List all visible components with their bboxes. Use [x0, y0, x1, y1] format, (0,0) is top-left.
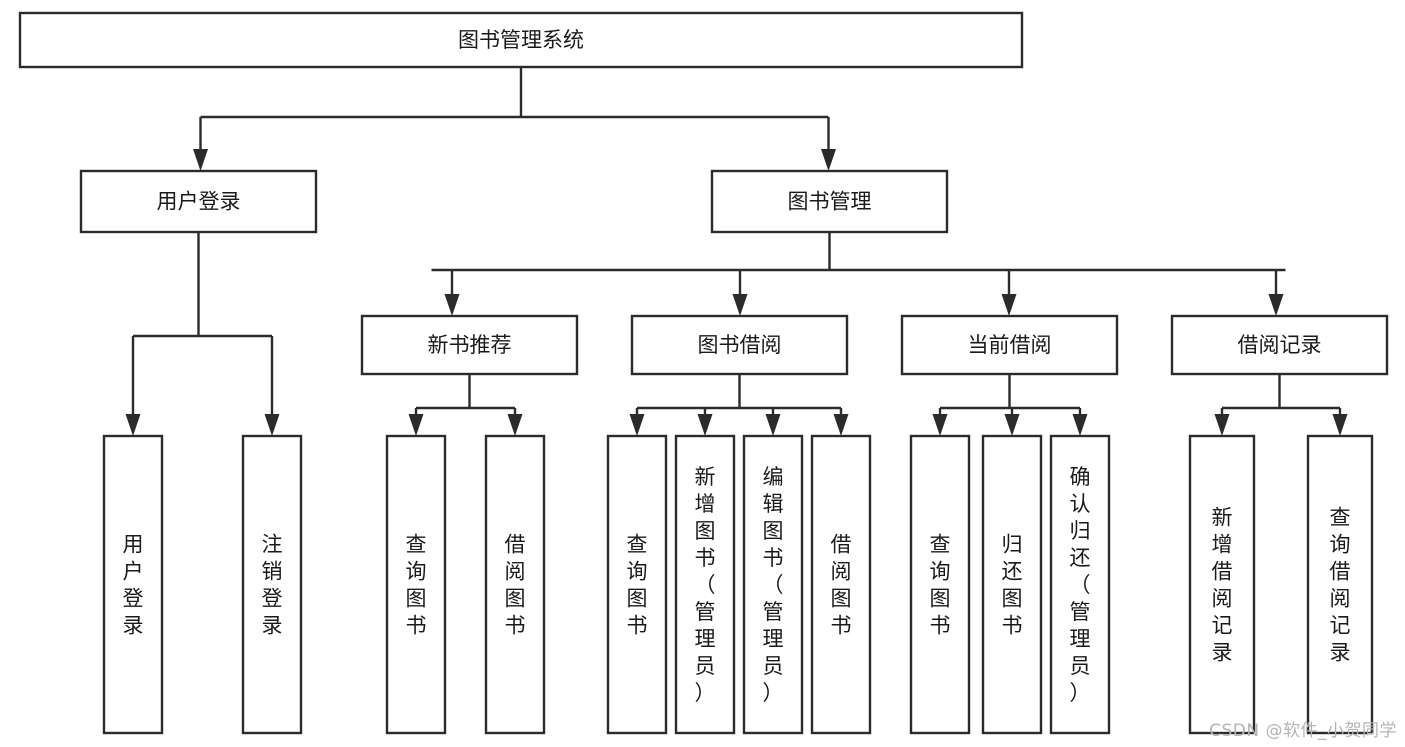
node-8-查询图书-box[interactable] [909, 434, 971, 735]
node-l2-3-借阅记录[interactable]: 借阅记录 [1170, 314, 1389, 376]
node-8-查询图书-label: 查询图书 [930, 533, 951, 638]
node-2-查询图书-label: 查询图书 [406, 533, 427, 638]
edge-user-to-leaf-1-arrowhead [264, 414, 280, 436]
edge-l2-3-leaf-1-arrowhead [1332, 414, 1348, 436]
node-root-图书管理系统-label: 图书管理系统 [458, 28, 584, 52]
node-1-注销登录-box[interactable] [241, 434, 303, 735]
node-l2-2-当前借阅-box[interactable] [900, 314, 1119, 376]
node-l2-3-借阅记录-box[interactable] [1170, 314, 1389, 376]
node-l2-2-当前借阅-label: 当前借阅 [968, 333, 1052, 357]
node-l2-0-新书推荐-label: 新书推荐 [428, 333, 512, 357]
node-7-借阅图书-label: 借阅图书 [831, 533, 852, 638]
node-0-用户登录-label: 用户登录 [123, 533, 144, 638]
edge-l2-0-leaf-1-arrowhead [507, 414, 523, 436]
edge-l2-2-leaf-1-arrowhead [1004, 414, 1020, 436]
node-1-注销登录[interactable]: 注销登录 [241, 434, 303, 735]
node-5-新增图书管理-label: 新增图书（管理员） [695, 465, 716, 705]
node-6-编辑图书管理-label: 编辑图书（管理员） [763, 465, 784, 705]
node-l2-3-借阅记录-label: 借阅记录 [1238, 333, 1322, 357]
node-l1-1-图书管理-label: 图书管理 [788, 190, 872, 214]
node-3-借阅图书-box[interactable] [484, 434, 546, 735]
node-9-归还图书[interactable]: 归还图书 [981, 434, 1043, 735]
node-9-归还图书-label: 归还图书 [1002, 533, 1023, 638]
edge-manage-to-l2-3-arrowhead [1268, 294, 1284, 316]
connectors-layer [125, 67, 1348, 436]
node-l1-0-用户登录-box[interactable] [79, 169, 318, 234]
node-4-查询图书-box[interactable] [606, 434, 668, 735]
node-12-查询借阅记录-box[interactable] [1306, 434, 1374, 735]
edge-l2-1-leaf-1-arrowhead [697, 414, 713, 436]
node-11-新增借阅记录-label: 新增借阅记录 [1212, 506, 1233, 665]
node-l1-0-用户登录[interactable]: 用户登录 [79, 169, 318, 234]
node-6-编辑图书管理-box[interactable] [742, 434, 804, 735]
node-5-新增图书管理-box[interactable] [674, 434, 736, 735]
node-3-借阅图书[interactable]: 借阅图书 [484, 434, 546, 735]
node-6-编辑图书管理[interactable]: 编辑图书（管理员） [742, 434, 804, 735]
node-11-新增借阅记录[interactable]: 新增借阅记录 [1188, 434, 1256, 735]
node-l1-0-用户登录-label: 用户登录 [157, 190, 241, 214]
node-8-查询图书[interactable]: 查询图书 [909, 434, 971, 735]
node-0-用户登录[interactable]: 用户登录 [102, 434, 164, 735]
node-10-确认归还管理-label: 确认归还（管理员） [1070, 465, 1091, 705]
node-3-借阅图书-label: 借阅图书 [505, 533, 526, 638]
node-0-用户登录-box[interactable] [102, 434, 164, 735]
node-12-查询借阅记录-label: 查询借阅记录 [1330, 506, 1351, 665]
edge-manage-to-l2-0-arrowhead [444, 294, 460, 316]
node-2-查询图书[interactable]: 查询图书 [385, 434, 447, 735]
edge-root-to-l1-1-arrowhead [821, 149, 836, 171]
node-7-借阅图书[interactable]: 借阅图书 [810, 434, 872, 735]
edge-l2-1-leaf-3-arrowhead [833, 414, 849, 436]
node-l2-1-图书借阅-label: 图书借阅 [698, 333, 782, 357]
node-2-查询图书-box[interactable] [385, 434, 447, 735]
node-l2-2-当前借阅[interactable]: 当前借阅 [900, 314, 1119, 376]
node-l2-1-图书借阅-box[interactable] [630, 314, 849, 376]
node-9-归还图书-box[interactable] [981, 434, 1043, 735]
edge-manage-to-l2-2-arrowhead [1001, 294, 1017, 316]
node-root-图书管理系统-box[interactable] [18, 11, 1024, 69]
node-l1-1-图书管理-box[interactable] [710, 169, 949, 234]
edge-l2-2-leaf-0-arrowhead [932, 414, 948, 436]
edge-l2-1-leaf-2-arrowhead [765, 414, 781, 436]
edge-manage-to-l2-1-arrowhead [732, 294, 748, 316]
node-10-确认归还管理[interactable]: 确认归还（管理员） [1049, 434, 1111, 735]
node-l2-0-新书推荐[interactable]: 新书推荐 [360, 314, 579, 376]
node-7-借阅图书-box[interactable] [810, 434, 872, 735]
node-l2-0-新书推荐-box[interactable] [360, 314, 579, 376]
nodes-layer: 图书管理系统用户登录图书管理新书推荐图书借阅当前借阅借阅记录用户登录注销登录查询… [18, 11, 1389, 735]
edge-user-to-leaf-0-arrowhead [125, 414, 141, 436]
edge-l2-1-leaf-0-arrowhead [629, 414, 645, 436]
edge-l2-0-leaf-0-arrowhead [408, 414, 424, 436]
edge-l2-2-leaf-2-arrowhead [1072, 414, 1088, 436]
edge-l2-3-leaf-0-arrowhead [1214, 414, 1230, 436]
node-l1-1-图书管理[interactable]: 图书管理 [710, 169, 949, 234]
node-12-查询借阅记录[interactable]: 查询借阅记录 [1306, 434, 1374, 735]
node-1-注销登录-label: 注销登录 [262, 533, 283, 638]
node-4-查询图书[interactable]: 查询图书 [606, 434, 668, 735]
node-4-查询图书-label: 查询图书 [627, 533, 648, 638]
node-10-确认归还管理-box[interactable] [1049, 434, 1111, 735]
edge-root-to-l1-0-arrowhead [193, 149, 208, 171]
node-5-新增图书管理[interactable]: 新增图书（管理员） [674, 434, 736, 735]
node-root-图书管理系统[interactable]: 图书管理系统 [18, 11, 1024, 69]
node-l2-1-图书借阅[interactable]: 图书借阅 [630, 314, 849, 376]
node-11-新增借阅记录-box[interactable] [1188, 434, 1256, 735]
